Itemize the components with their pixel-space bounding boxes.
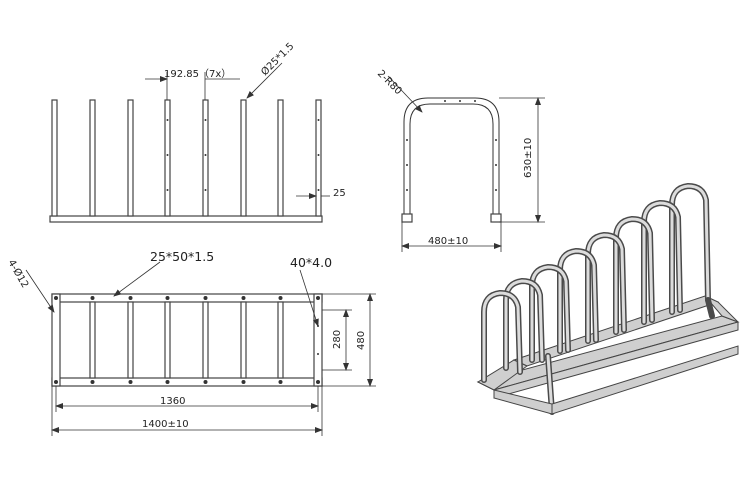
front-view-posts bbox=[51, 99, 322, 217]
front-tube-dia-label: Ø25*1.5 bbox=[259, 40, 297, 78]
side-width-label: 480±10 bbox=[428, 236, 468, 247]
front-view-base-rail bbox=[49, 215, 323, 223]
side-view-holes bbox=[406, 100, 497, 191]
top-outer-dim-label: 480 bbox=[356, 331, 367, 350]
top-post-label: 40*4.0 bbox=[290, 255, 332, 270]
top-length-outer-label: 1400±10 bbox=[142, 419, 189, 430]
side-view-frame-outer bbox=[403, 97, 500, 220]
iso-loop-front-legs bbox=[545, 297, 715, 415]
side-view: 2-R80 630±10 480±10 bbox=[375, 68, 545, 252]
top-length-inner-label: 1360 bbox=[160, 396, 185, 407]
side-height-label: 630±10 bbox=[523, 138, 534, 178]
top-view-cross-tubes bbox=[89, 301, 284, 379]
front-pitch-label: 192.85（7x） bbox=[164, 68, 231, 80]
side-radius-label: 2-R80 bbox=[375, 68, 404, 97]
iso-loops bbox=[481, 183, 711, 383]
top-view-rail-holes bbox=[54, 296, 320, 384]
top-rail-label: 25*50*1.5 bbox=[150, 249, 214, 264]
top-hole-label: 4-Ø12 bbox=[5, 258, 31, 290]
front-view-holes bbox=[166, 119, 320, 191]
front-height-offset-label: 25 bbox=[333, 188, 346, 199]
top-inner-dim-label: 280 bbox=[332, 330, 343, 349]
front-view: 192.85（7x） Ø25*1.5 25 bbox=[49, 40, 346, 223]
top-view: 25*50*1.5 40*4.0 4-Ø12 280 480 1360 1400… bbox=[5, 249, 376, 436]
isometric-view bbox=[476, 183, 740, 415]
side-view-frame-inner bbox=[409, 103, 494, 220]
